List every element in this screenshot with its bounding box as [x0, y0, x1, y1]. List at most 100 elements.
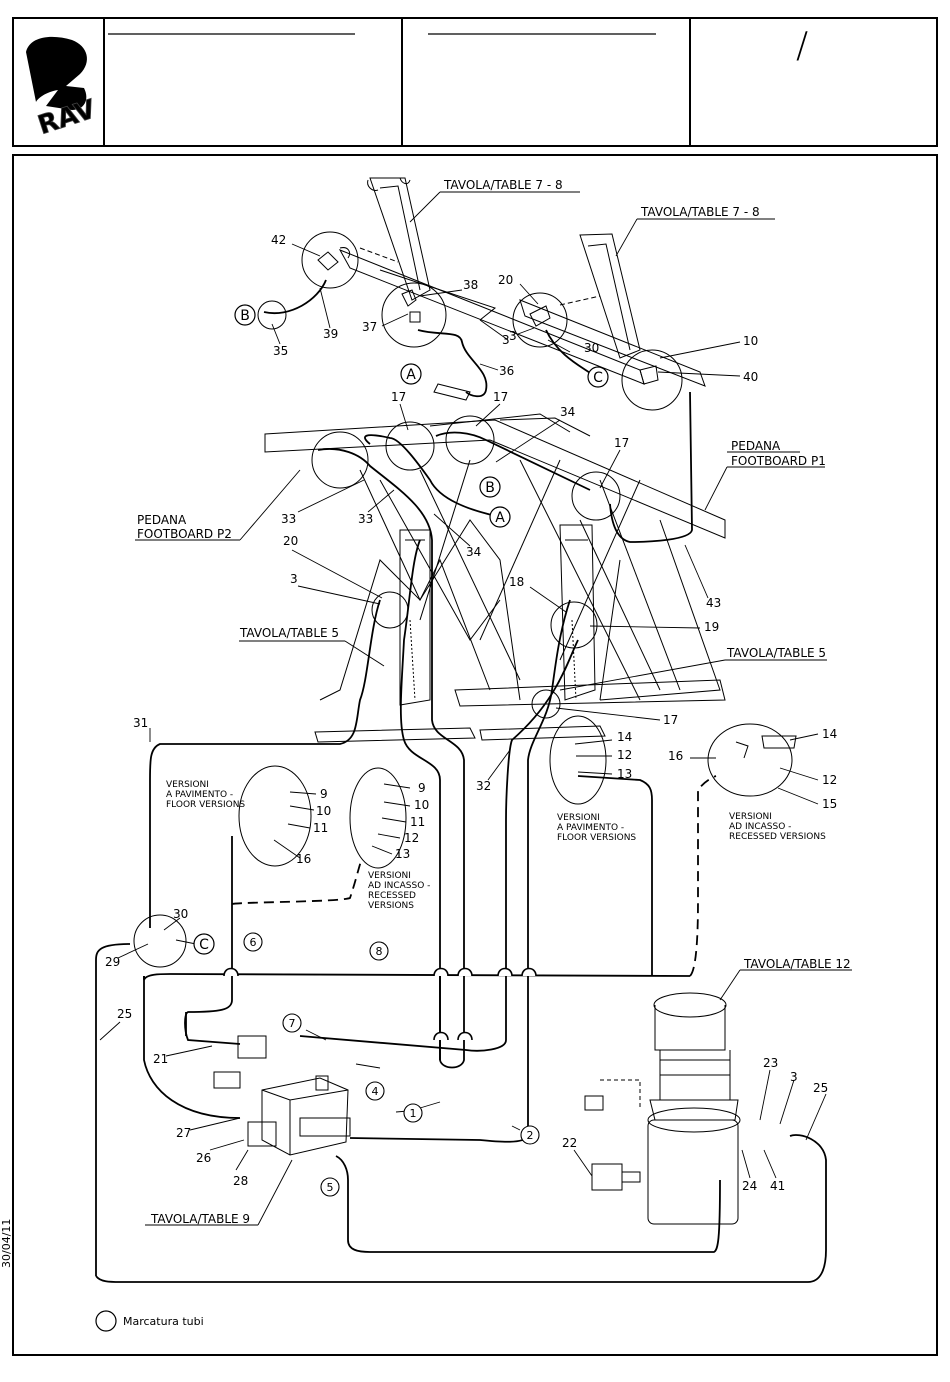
hose-mark-markers: 1 2 4 5 6 7 8: [243, 932, 540, 1197]
part-number: 9: [418, 781, 426, 795]
part-number: 11: [313, 821, 328, 835]
connector-markers: A A B B C C: [193, 304, 609, 955]
logo-text: RAV: [34, 94, 99, 141]
svg-text:4: 4: [372, 1085, 379, 1098]
part-number: 17: [493, 390, 508, 404]
part-number: 33: [358, 512, 373, 526]
footboard-p2-line2: FOOTBOARD P2: [137, 527, 232, 541]
recessed-note-right-1: VERSIONI: [729, 812, 772, 822]
part-number: 42: [271, 233, 286, 247]
hose-mark-1: 1: [403, 1103, 423, 1123]
part-number: 14: [822, 727, 837, 741]
part-number: 29: [105, 955, 120, 969]
part-number: 30: [584, 341, 599, 355]
part-number: 22: [562, 1136, 577, 1150]
part-number: 23: [763, 1056, 778, 1070]
svg-text:1: 1: [410, 1107, 417, 1120]
part-number: 34: [466, 545, 481, 559]
hose-mark-6: 6: [243, 932, 263, 952]
part-number: 13: [395, 847, 410, 861]
part-number: 38: [463, 278, 478, 292]
hose-mark-4: 4: [365, 1081, 385, 1101]
part-number: 41: [770, 1179, 785, 1193]
part-number: 33: [281, 512, 296, 526]
part-number: 25: [117, 1007, 132, 1021]
recessed-note-right-3: RECESSED VERSIONS: [729, 832, 826, 842]
connector-b-mid: B: [479, 476, 501, 498]
hose-mark-8: 8: [369, 941, 389, 961]
recessed-hose-lines: [231, 775, 717, 977]
hose-mark-2: 2: [520, 1125, 540, 1145]
floor-note-right-3: FLOOR VERSIONS: [557, 833, 636, 843]
table-label-7-8-left: TAVOLA/TABLE 7 - 8: [443, 178, 563, 192]
connector-b-top: B: [234, 304, 256, 326]
date-code: 30/04/11: [0, 1218, 13, 1268]
recessed-note-left-4: VERSIONS: [368, 901, 414, 911]
floor-note-right-1: VERSIONI: [557, 813, 600, 823]
drawing-frame: [12, 154, 938, 1356]
part-number: 11: [410, 815, 425, 829]
footboard-p1-line2: FOOTBOARD P1: [731, 454, 826, 468]
floor-note-right-2: A PAVIMENTO -: [557, 823, 624, 833]
footboard-p2-line1: PEDANA: [137, 513, 187, 527]
legend-label: Marcatura tubi: [123, 1315, 204, 1328]
part-number: 19: [704, 620, 719, 634]
part-number: 10: [743, 334, 758, 348]
part-number: 12: [404, 831, 419, 845]
part-number: 37: [362, 320, 377, 334]
part-number: 10: [414, 798, 429, 812]
part-number: 30: [173, 907, 188, 921]
hose-lines: [95, 279, 827, 1283]
part-number: 26: [196, 1151, 211, 1165]
part-number: 39: [323, 327, 338, 341]
svg-text:8: 8: [376, 945, 383, 958]
part-number: 12: [822, 773, 837, 787]
part-number: 31: [133, 716, 148, 730]
part-number: 25: [813, 1081, 828, 1095]
recessed-note-left-1: VERSIONI: [368, 871, 411, 881]
footboard-labels: PEDANA FOOTBOARD P1 PEDANA FOOTBOARD P2: [137, 439, 826, 541]
title-block: [12, 17, 938, 147]
hose-crossovers: [223, 967, 537, 1041]
part-number: 12: [617, 748, 632, 762]
rav-logo: RAV: [26, 36, 100, 141]
svg-text:A: A: [495, 510, 505, 526]
legend: Marcatura tubi: [95, 1310, 204, 1332]
part-number: 28: [233, 1174, 248, 1188]
table-labels: TAVOLA/TABLE 7 - 8 TAVOLA/TABLE 7 - 8 TA…: [150, 178, 851, 1226]
svg-text:B: B: [240, 308, 250, 324]
svg-text:C: C: [593, 370, 603, 386]
sheet-mark: /: [796, 25, 808, 66]
svg-text:7: 7: [289, 1017, 296, 1030]
svg-text:2: 2: [527, 1129, 534, 1142]
table-label-5-left: TAVOLA/TABLE 5: [239, 626, 339, 640]
connector-a-top: A: [400, 363, 422, 385]
part-number: 18: [509, 575, 524, 589]
svg-text:5: 5: [327, 1181, 334, 1194]
recessed-note-left-2: AD INCASSO -: [368, 881, 430, 891]
table-label-5-right: TAVOLA/TABLE 5: [726, 646, 826, 660]
part-number: 17: [614, 436, 629, 450]
part-number: 17: [391, 390, 406, 404]
svg-text:A: A: [406, 367, 416, 383]
connector-c-top: C: [587, 366, 609, 388]
version-notes: VERSIONI A PAVIMENTO - FLOOR VERSIONS VE…: [166, 780, 826, 911]
part-number: 27: [176, 1126, 191, 1140]
part-number: 20: [498, 273, 513, 287]
part-number: 10: [316, 804, 331, 818]
part-number: 34: [560, 405, 575, 419]
part-number: 13: [617, 767, 632, 781]
footboard-p1-line1: PEDANA: [731, 439, 781, 453]
svg-text:B: B: [485, 480, 495, 496]
svg-text:6: 6: [250, 936, 257, 949]
connector-a-mid: A: [489, 506, 511, 528]
table-label-12: TAVOLA/TABLE 12: [743, 957, 851, 971]
part-number: 35: [273, 344, 288, 358]
part-number: 36: [499, 364, 514, 378]
part-number: 21: [153, 1052, 168, 1066]
recessed-note-left-3: RECESSED: [368, 891, 416, 901]
table-label-7-8-right: TAVOLA/TABLE 7 - 8: [640, 205, 760, 219]
svg-text:C: C: [199, 937, 209, 953]
recessed-note-right-2: AD INCASSO -: [729, 822, 791, 832]
